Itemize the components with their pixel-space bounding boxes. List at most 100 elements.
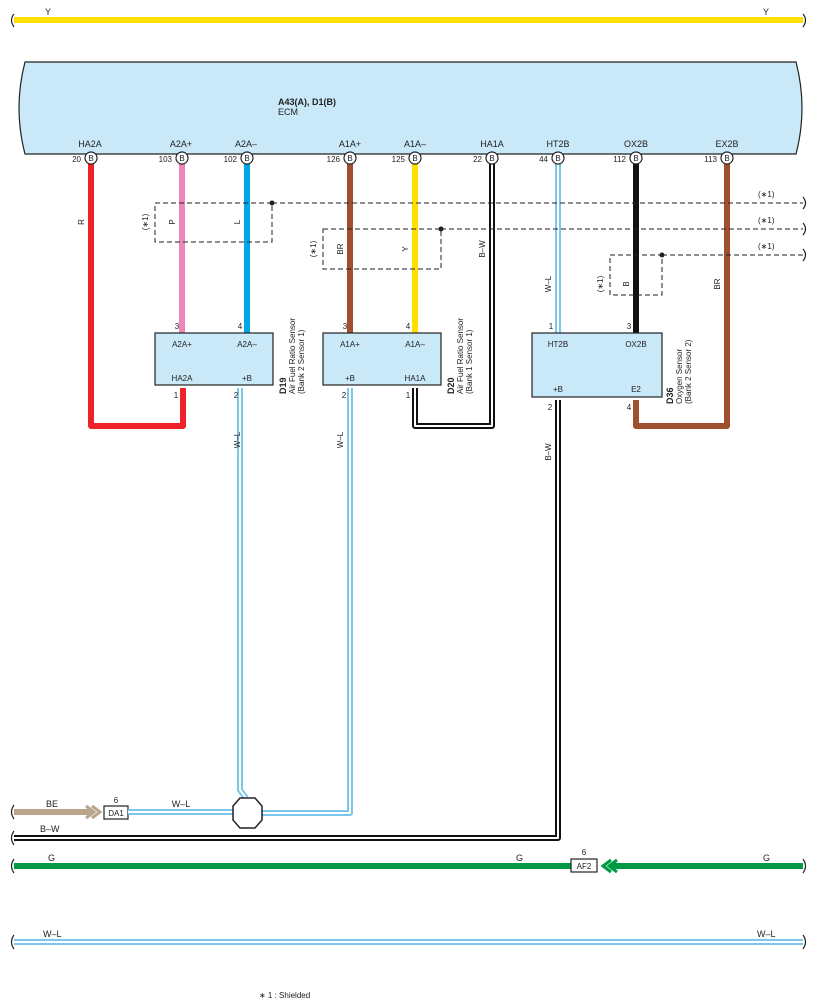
ecm-pin-name: A2A+ bbox=[170, 139, 192, 149]
ecm-pin-number: 113 bbox=[704, 155, 717, 164]
wire-label: R bbox=[77, 219, 86, 225]
ecm-pin-name: EX2B bbox=[715, 139, 738, 149]
svg-text:B: B bbox=[244, 154, 249, 163]
shield-dot bbox=[269, 200, 275, 206]
wire-label: L bbox=[233, 219, 242, 224]
ecm-pin-name: A2A– bbox=[235, 139, 257, 149]
wire-label: P bbox=[168, 219, 177, 224]
shield-box-d20 bbox=[322, 228, 442, 270]
wire-label: BR bbox=[336, 243, 345, 254]
shield-dot bbox=[438, 226, 444, 232]
ecm-connector-circle: B bbox=[408, 151, 422, 165]
ecm-connector-circle: B bbox=[485, 151, 499, 165]
ecm-pin-name: HT2B bbox=[546, 139, 569, 149]
d19-pin-name: A2A+ bbox=[172, 340, 192, 349]
ecm-connector-circle: B bbox=[720, 151, 734, 165]
svg-text:B: B bbox=[633, 154, 638, 163]
d20-pin-name: A1A+ bbox=[340, 340, 360, 349]
ecm-pin-name: HA1A bbox=[480, 139, 504, 149]
d19-pin-number: 4 bbox=[238, 322, 243, 331]
d20-desc: Air Fuel Ratio Sensor bbox=[456, 318, 465, 394]
d19-pin-number: 3 bbox=[175, 322, 180, 331]
g-label-left: G bbox=[48, 853, 55, 863]
ecm-pin-row: 20 103 102 126 125 22 44 112 113 B B B B… bbox=[72, 151, 734, 165]
d19-id: D19 bbox=[278, 377, 288, 394]
connector-af2: AF2 6 bbox=[570, 848, 598, 873]
ecm-pin-name: A1A– bbox=[404, 139, 426, 149]
ecm-pin-name: A1A+ bbox=[339, 139, 361, 149]
connector-da1: DA1 6 bbox=[103, 796, 129, 820]
junction-connector bbox=[232, 797, 263, 829]
wl-bottom-left: W–L bbox=[43, 929, 62, 939]
d19-pin-number: 2 bbox=[234, 391, 239, 400]
sensor-d36: 1 3 HT2B OX2B +B E2 2 4 D36 Oxygen Senso… bbox=[531, 322, 693, 412]
d36-pin-name: OX2B bbox=[625, 340, 646, 349]
sensor-d20: 3 4 A1A+ A1A– +B HA1A 2 1 D20 Air Fuel R… bbox=[322, 318, 474, 400]
wire-bw-ha1a bbox=[412, 162, 495, 429]
svg-text:B: B bbox=[179, 154, 184, 163]
svg-text:B: B bbox=[489, 154, 494, 163]
d20-pin-name: +B bbox=[345, 374, 355, 383]
d36-pin-number: 1 bbox=[549, 322, 554, 331]
svg-text:B: B bbox=[347, 154, 352, 163]
d36-pin-name: E2 bbox=[631, 385, 641, 394]
d36-pin-number: 3 bbox=[627, 322, 632, 331]
d36-desc: (Bank 2 Sensor 2) bbox=[684, 339, 693, 404]
shield-dot bbox=[659, 252, 665, 258]
ecm-pin-number: 103 bbox=[159, 155, 173, 164]
af2-pin: 6 bbox=[582, 848, 587, 857]
ecm-pin-number: 126 bbox=[327, 155, 341, 164]
ecm-pin-number: 22 bbox=[473, 155, 482, 164]
green-wire: G G G bbox=[10, 853, 807, 874]
d19-pin-name: HA2A bbox=[172, 374, 194, 383]
ecm-connector-circle: B bbox=[240, 151, 254, 165]
da1-pin: 6 bbox=[114, 796, 119, 805]
wire-bw-d36-plusb bbox=[14, 400, 561, 841]
d36-pin-name: +B bbox=[553, 385, 563, 394]
shield-label: (∗1) bbox=[758, 190, 775, 199]
ecm-connector-circle: B bbox=[84, 151, 98, 165]
d20-desc: (Bank 1 Sensor 1) bbox=[465, 329, 474, 394]
da1-label: DA1 bbox=[108, 809, 124, 818]
svg-text:B: B bbox=[412, 154, 417, 163]
sensor-d19: 3 4 A2A+ A2A– HA2A +B 1 2 D19 Air Fuel R… bbox=[154, 318, 306, 400]
ecm-connector-circle: B bbox=[629, 151, 643, 165]
shield-label: (∗1) bbox=[596, 275, 605, 292]
footnote: ∗ 1 : Shielded bbox=[259, 991, 310, 1000]
af2-label: AF2 bbox=[577, 862, 592, 871]
bw-label: B–W bbox=[40, 824, 60, 834]
ecm-pin-number: 125 bbox=[392, 155, 406, 164]
d19-pin-name: A2A– bbox=[237, 340, 257, 349]
svg-text:B: B bbox=[724, 154, 729, 163]
d20-id: D20 bbox=[446, 377, 456, 394]
ecm-pin-name: OX2B bbox=[624, 139, 648, 149]
wire-brown-ex2b bbox=[633, 162, 730, 429]
svg-text:B: B bbox=[555, 154, 560, 163]
wire-label: B–W bbox=[478, 240, 487, 258]
ecm-connector-circle: B bbox=[343, 151, 357, 165]
shield-right-breaks bbox=[802, 196, 807, 262]
wire-label: Y bbox=[401, 246, 410, 252]
d36-id: D36 bbox=[665, 387, 675, 404]
g-label-mid: G bbox=[516, 853, 523, 863]
ecm-pin-number: 44 bbox=[539, 155, 548, 164]
wire-label: W–L bbox=[336, 431, 345, 448]
ecm-box: A43(A), D1(B) ECM HA2A A2A+ A2A– A1A+ A1… bbox=[18, 61, 803, 155]
wire-label: B bbox=[622, 281, 631, 286]
ecm-subtitle: ECM bbox=[278, 107, 298, 117]
shield-label: (∗1) bbox=[309, 240, 318, 257]
wire-label: B–W bbox=[544, 443, 553, 461]
ecm-title: A43(A), D1(B) bbox=[278, 97, 336, 107]
top-wire-label-left: Y bbox=[45, 7, 51, 17]
d36-pin-number: 2 bbox=[548, 403, 553, 412]
g-label-right: G bbox=[763, 853, 770, 863]
d36-pin-name: HT2B bbox=[548, 340, 568, 349]
bw-break bbox=[10, 830, 15, 846]
wire-wl-d19-plusb bbox=[237, 388, 249, 800]
shield-label: (∗1) bbox=[758, 242, 775, 251]
wire-wl-da1-junction: W–L bbox=[128, 799, 233, 815]
d20-pin-name: HA1A bbox=[405, 374, 427, 383]
shield-label: (∗1) bbox=[758, 216, 775, 225]
d20-pin-number: 3 bbox=[343, 322, 348, 331]
